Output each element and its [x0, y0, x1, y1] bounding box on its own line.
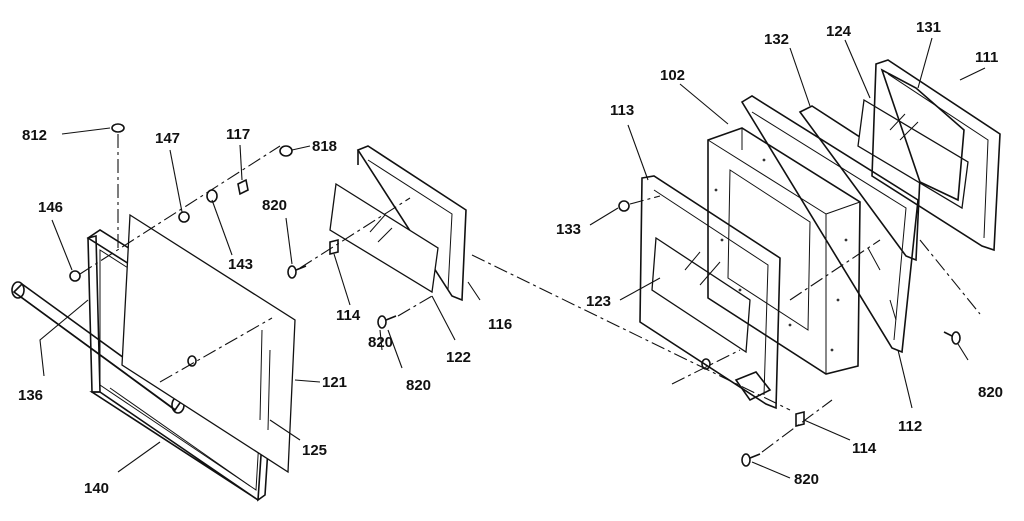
window-glass-123 [651, 236, 751, 354]
label-111: 111 [975, 49, 998, 66]
label-117: 117 [226, 126, 250, 143]
label-132: 132 [764, 31, 789, 48]
part-labels: 812 147 117 818 146 143 820 114 116 820 … [18, 19, 1003, 497]
label-122: 122 [446, 349, 471, 366]
clip-114 [329, 238, 339, 256]
back-panel-111 [871, 59, 1001, 252]
clip-117 [237, 178, 249, 196]
dashed-alignment-center [299, 197, 791, 411]
label-820-c: 820 [406, 377, 431, 394]
fasteners-center [287, 238, 397, 329]
label-112: 112 [898, 418, 922, 435]
glass-panel-121 [121, 213, 296, 474]
leader-lines [39, 37, 986, 479]
screw-820-b [377, 315, 387, 329]
small-parts-left [69, 123, 293, 367]
insulation-box-102 [707, 127, 861, 375]
fasteners-right [618, 200, 961, 467]
clip-114-b [795, 410, 805, 428]
label-131: 131 [916, 19, 941, 36]
panel-113 [639, 175, 781, 410]
label-123: 123 [586, 293, 611, 310]
inner-glass-122 [329, 182, 439, 294]
label-812: 812 [22, 127, 47, 144]
label-818: 818 [312, 138, 337, 155]
label-136: 136 [18, 387, 43, 404]
label-121: 121 [322, 374, 347, 391]
frame-131 [880, 68, 965, 202]
label-133: 133 [556, 221, 581, 238]
screw-133 [618, 200, 630, 212]
spacer-146 [69, 270, 81, 282]
label-116: 116 [488, 316, 512, 333]
label-113: 113 [610, 102, 634, 119]
screw-820-d [951, 331, 961, 345]
label-820-b: 820 [368, 334, 393, 351]
inner-frame-116 [356, 145, 467, 302]
screw-812 [111, 123, 125, 133]
label-820-a: 820 [262, 197, 287, 214]
label-820-e: 820 [794, 471, 819, 488]
label-114-b: 114 [852, 440, 877, 457]
glass-124 [857, 98, 969, 210]
label-124: 124 [826, 23, 852, 40]
washer-147 [178, 211, 190, 223]
screw-820-e [741, 453, 751, 467]
label-143: 143 [228, 256, 253, 273]
label-820-d: 820 [978, 384, 1003, 401]
screw-820-a [287, 265, 297, 279]
frame-132 [798, 105, 921, 262]
label-114-a: 114 [336, 307, 361, 324]
label-125: 125 [302, 442, 327, 459]
dashed-alignment-left [79, 134, 281, 383]
label-102: 102 [660, 67, 685, 84]
dashed-alignment-right [629, 195, 981, 453]
screw-818 [279, 145, 293, 157]
seal-frame-112 [740, 95, 919, 354]
label-146: 146 [38, 199, 63, 216]
label-140: 140 [84, 480, 109, 497]
label-147: 147 [155, 130, 180, 147]
